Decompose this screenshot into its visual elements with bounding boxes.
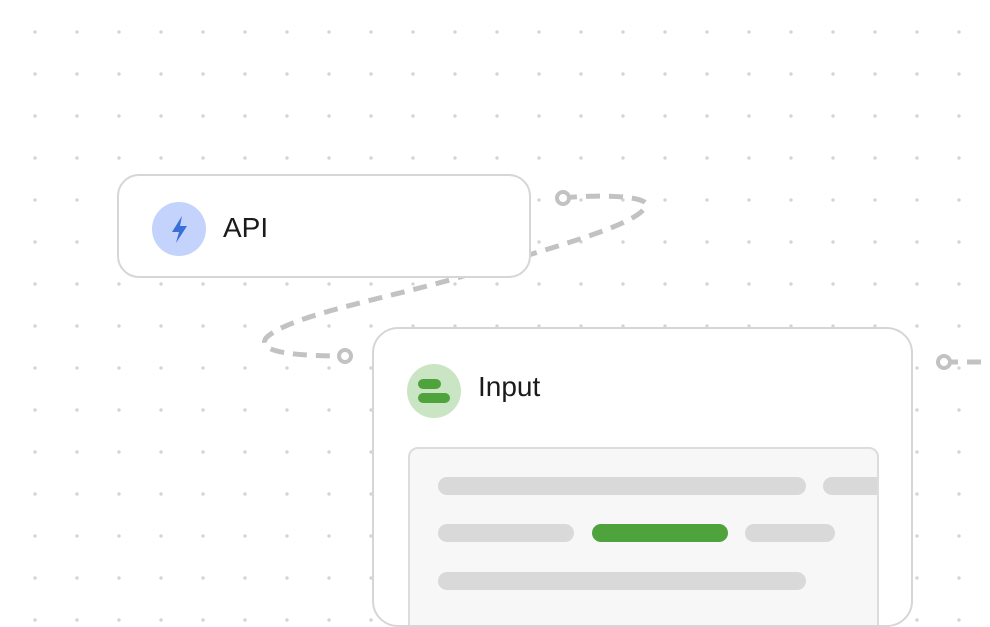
api-node-title: API [223,212,269,243]
api-output-port[interactable] [555,190,571,206]
input-output-port[interactable] [936,354,952,370]
preview-bar [438,524,574,542]
preview-bar [823,477,877,495]
input-input-port[interactable] [337,348,353,364]
preview-bar [745,524,835,542]
stacked-bars-icon [407,364,461,418]
input-node[interactable]: Input [372,327,913,627]
preview-bar-highlighted [592,524,728,542]
input-node-title: Input [478,371,541,402]
api-node[interactable]: API [117,174,531,278]
input-preview-panel [408,447,879,625]
lightning-bolt-icon [152,202,206,256]
preview-bar [438,477,806,495]
preview-bar [438,572,806,590]
